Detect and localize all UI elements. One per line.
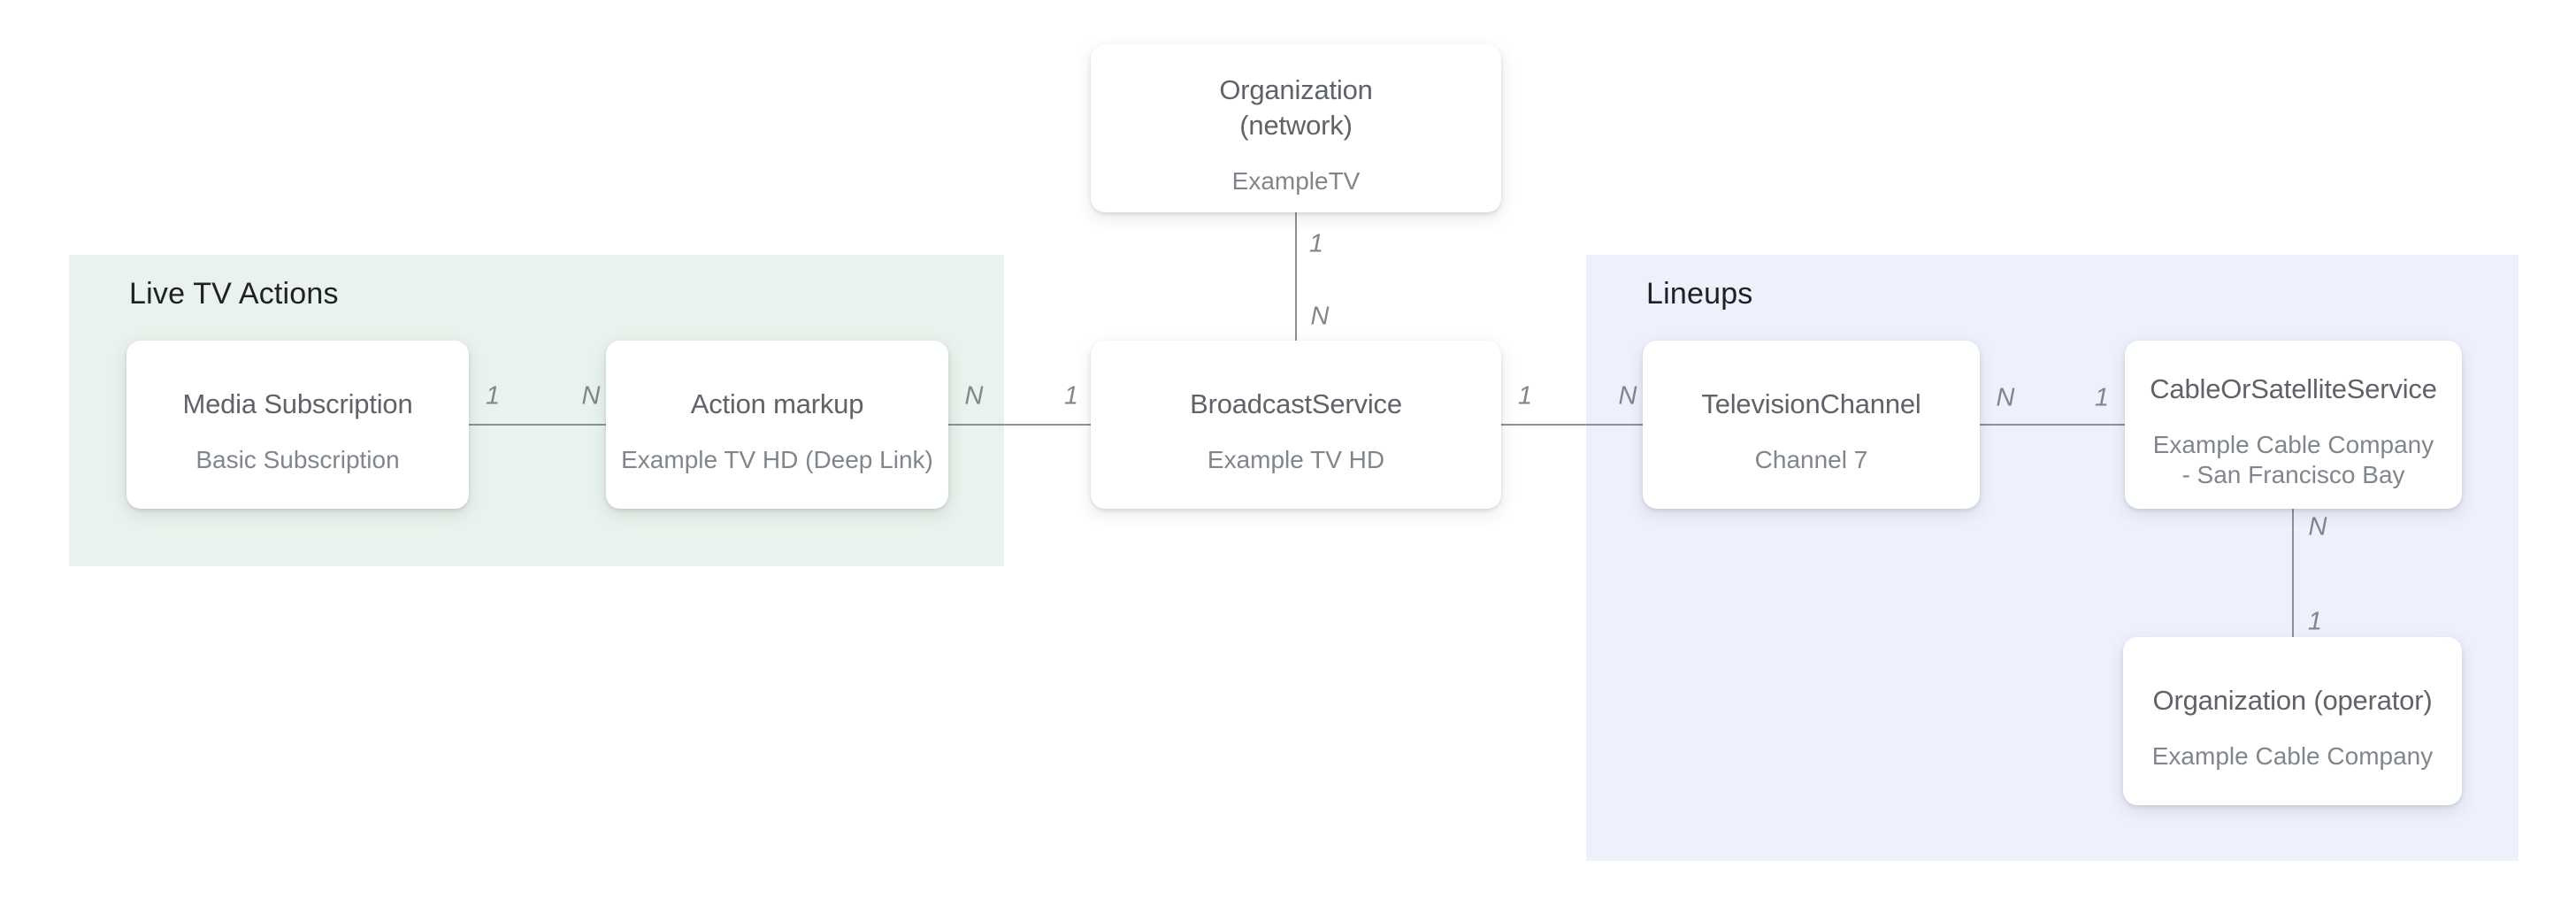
cardinality-label: N — [1618, 381, 1637, 411]
node-title: CableOrSatelliteService — [2150, 373, 2437, 404]
edge-broadcast-service-to-television-channel — [1501, 424, 1643, 426]
cardinality-label: 1 — [485, 381, 501, 411]
node-subtitle: Channel 7 — [1754, 446, 1868, 473]
cardinality-label: 1 — [1517, 381, 1533, 411]
node-broadcast-service: BroadcastService Example TV HD — [1091, 341, 1501, 509]
edge-media-subscription-to-action-markup — [469, 424, 606, 426]
cardinality-label: N — [581, 381, 601, 411]
node-title: Media Subscription — [182, 388, 413, 419]
node-subtitle: Basic Subscription — [196, 446, 400, 473]
node-television-channel: TelevisionChannel Channel 7 — [1643, 341, 1980, 509]
edge-org-network-to-broadcast-service — [1295, 212, 1297, 341]
node-organization-operator: Organization (operator) Example Cable Co… — [2123, 637, 2462, 805]
node-title: BroadcastService — [1190, 388, 1402, 419]
node-subtitle: ExampleTV — [1231, 167, 1361, 195]
node-subtitle: Example Cable Company — [2151, 742, 2434, 770]
cardinality-label: N — [2308, 512, 2327, 541]
edge-action-markup-to-broadcast-service — [948, 424, 1091, 426]
node-subtitle: Example TV HD — [1207, 446, 1385, 473]
edge-cable-or-satellite-service-to-org-operator — [2292, 509, 2294, 637]
panel-title-live-tv-actions: Live TV Actions — [129, 277, 339, 311]
cardinality-label: N — [1310, 302, 1330, 331]
cardinality-label: N — [1996, 383, 2015, 412]
node-title: Organization (network) — [1219, 74, 1373, 141]
cardinality-label: 1 — [2094, 383, 2110, 412]
cardinality-label: 1 — [1308, 229, 1324, 258]
node-title: Organization (operator) — [2152, 685, 2433, 716]
node-media-subscription: Media Subscription Basic Subscription — [126, 341, 469, 509]
node-title: TelevisionChannel — [1701, 388, 1921, 419]
node-title: Action markup — [690, 388, 864, 419]
node-subtitle: Example TV HD (Deep Link) — [621, 446, 933, 473]
node-cable-or-satellite-service: CableOrSatelliteService Example Cable Co… — [2125, 341, 2462, 509]
node-action-markup: Action markup Example TV HD (Deep Link) — [606, 341, 948, 509]
node-organization-network: Organization (network) ExampleTV — [1091, 44, 1501, 212]
node-subtitle: Example Cable Company - San Francisco Ba… — [2152, 431, 2434, 488]
cardinality-label: 1 — [1063, 381, 1079, 411]
cardinality-label: N — [964, 381, 984, 411]
cardinality-label: 1 — [2307, 607, 2323, 636]
edge-television-channel-to-cable-or-satellite-service — [1980, 424, 2125, 426]
panel-title-lineups: Lineups — [1646, 277, 1753, 311]
